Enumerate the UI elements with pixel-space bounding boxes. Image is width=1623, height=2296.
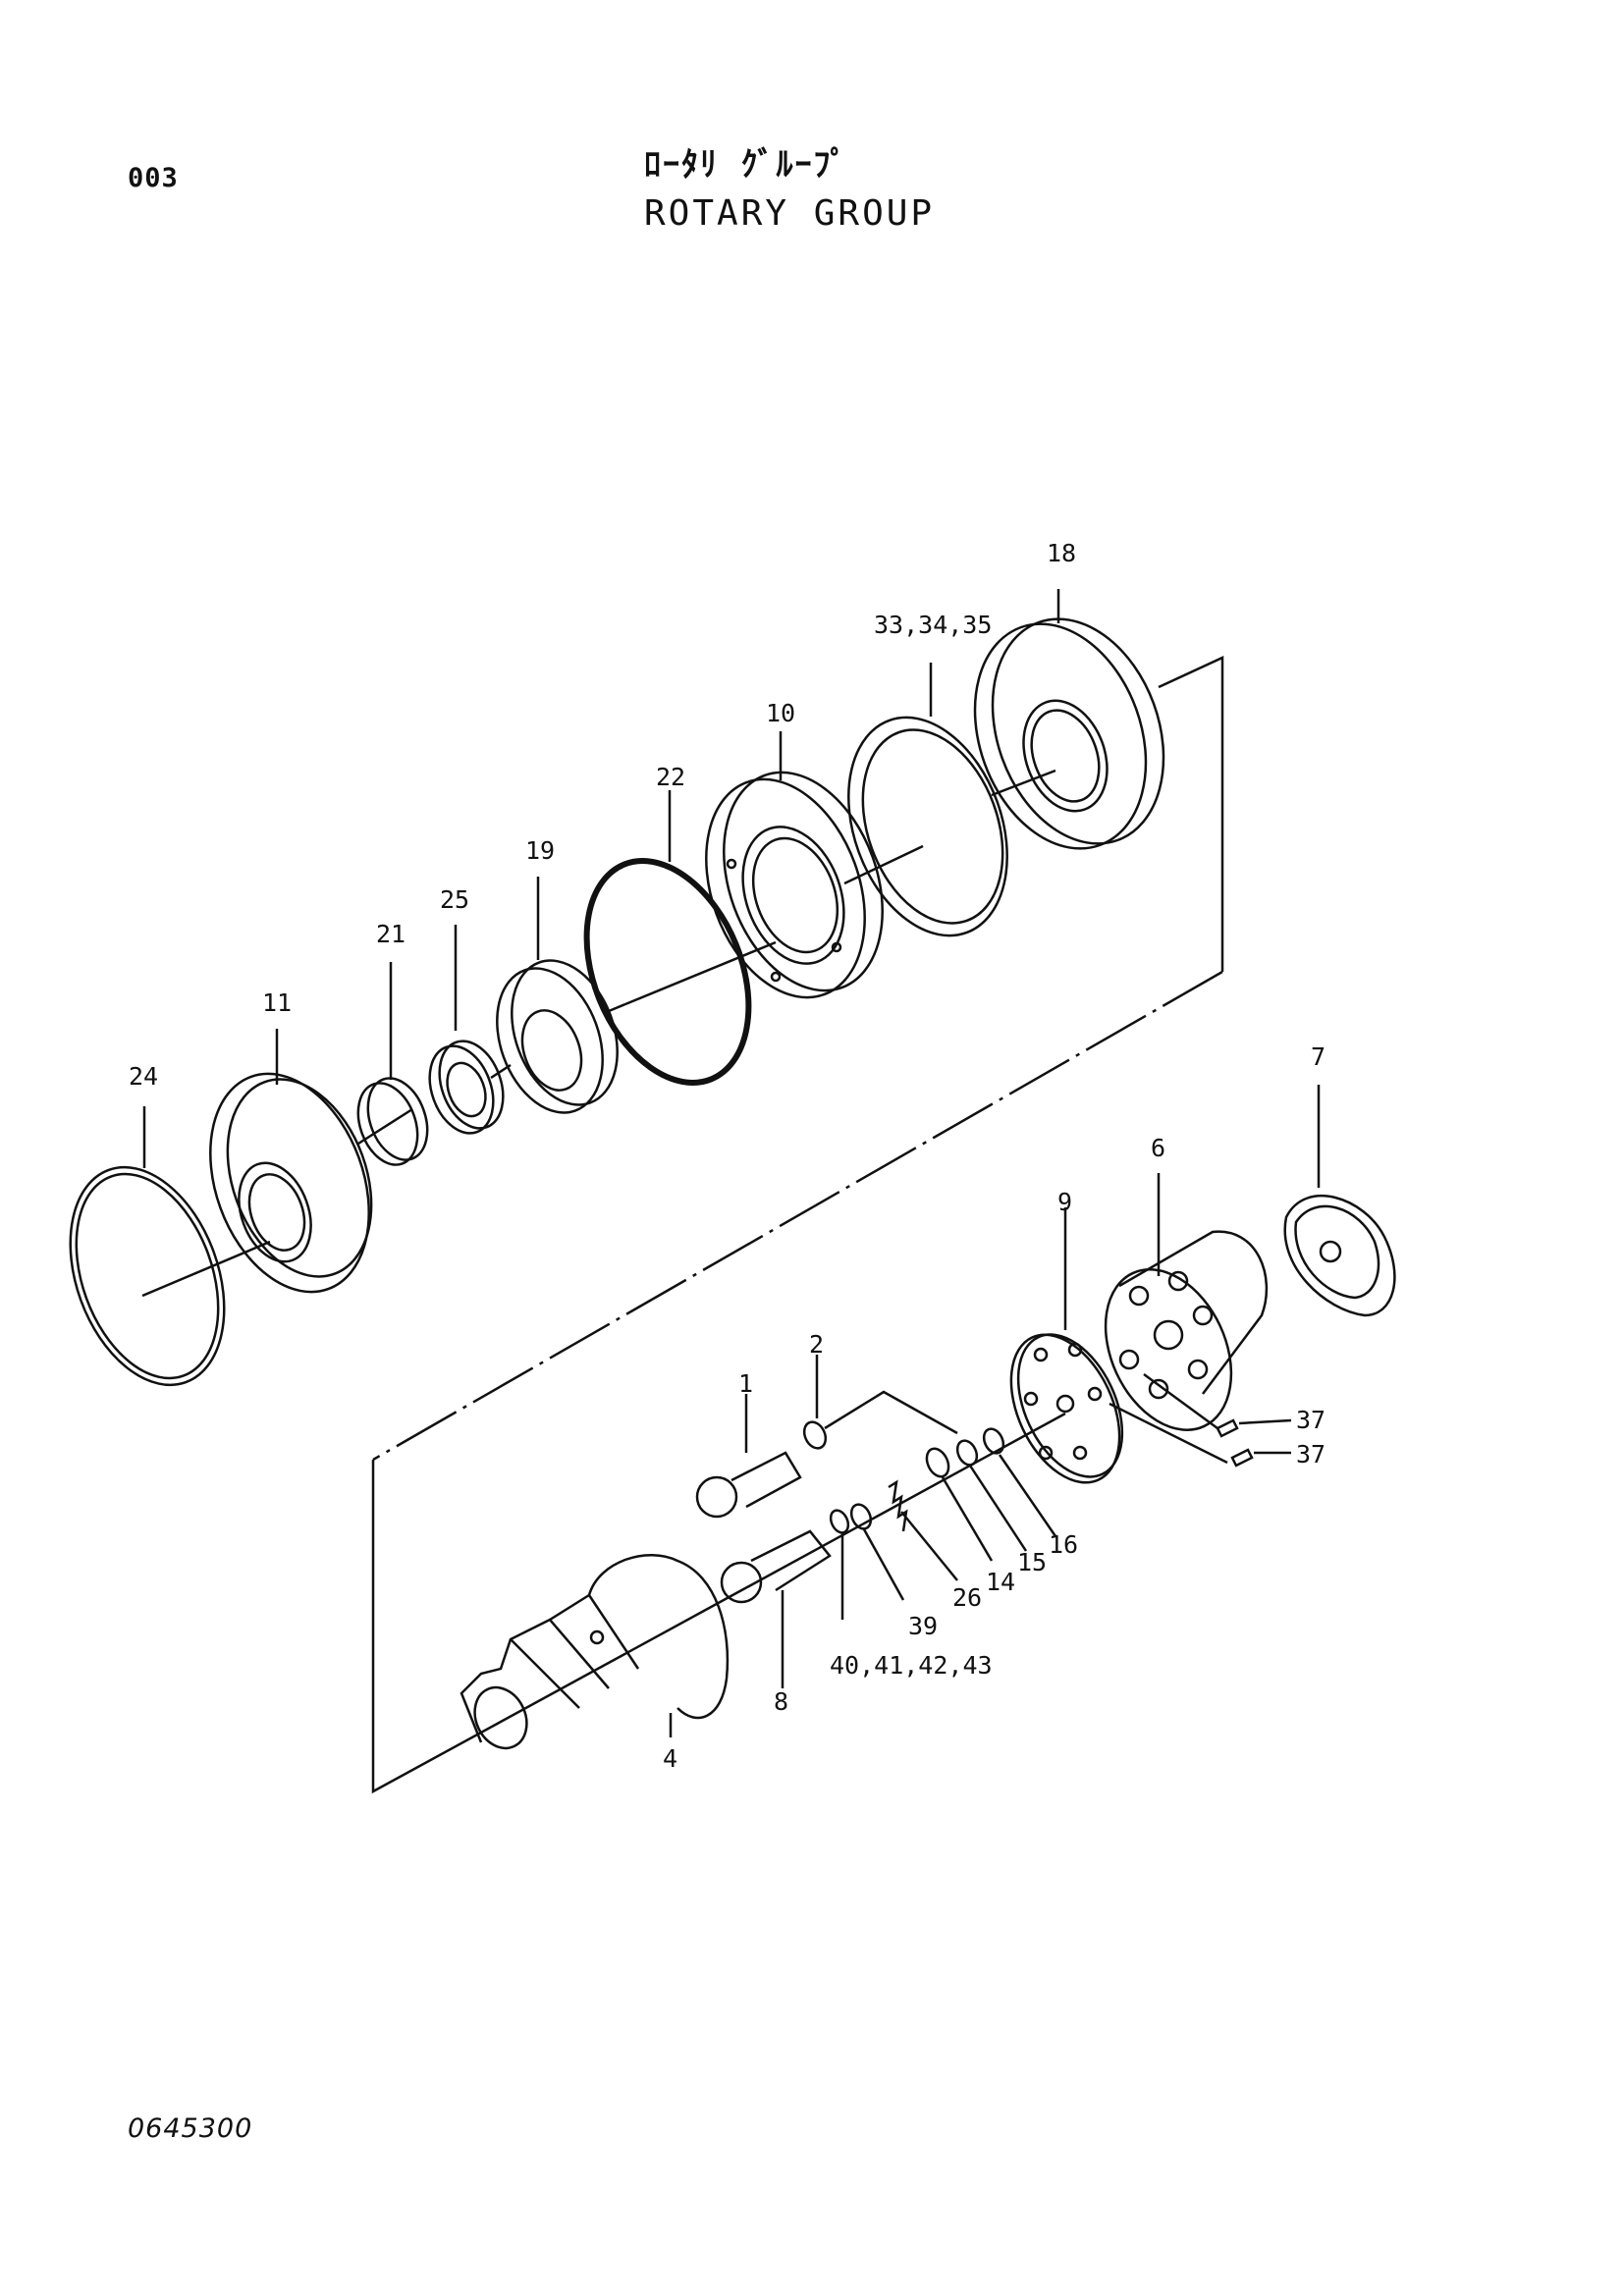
part-26-spring <box>888 1479 958 1581</box>
part-10-housing <box>705 731 884 999</box>
callout-6: 6 <box>1151 1134 1165 1162</box>
part-1-piston <box>695 1394 802 1519</box>
drawing-code: 0645300 <box>128 2113 253 2144</box>
callout-4: 4 <box>663 1744 677 1773</box>
callout-labels: 18 33,34,35 10 22 19 25 21 11 24 7 6 9 2… <box>129 539 1325 1773</box>
part-4-shaft <box>460 1553 730 1750</box>
callout-15: 15 <box>1017 1548 1047 1576</box>
callout-7: 7 <box>1311 1042 1325 1071</box>
callout-8: 8 <box>774 1687 788 1716</box>
callout-2: 2 <box>809 1330 824 1359</box>
callout-9: 9 <box>1057 1188 1072 1216</box>
callout-39: 39 <box>908 1612 938 1640</box>
part-18-bearing <box>973 589 1165 850</box>
callout-22: 22 <box>656 763 685 791</box>
callout-14: 14 <box>986 1568 1015 1596</box>
callout-21: 21 <box>376 920 406 948</box>
part-25-lock-nut <box>428 925 505 1135</box>
callout-40: 40,41,42,43 <box>830 1651 993 1680</box>
title-japanese: ﾛｰﾀﾘ ｸﾞﾙｰﾌﾟ <box>644 145 849 185</box>
callout-37b: 37 <box>1296 1440 1325 1468</box>
part-8-pin <box>720 1529 832 1688</box>
part-33-shim <box>847 663 1008 937</box>
page-number: 003 <box>128 163 179 193</box>
callout-16: 16 <box>1049 1530 1078 1559</box>
part-7-swash-plate <box>1283 1085 1396 1317</box>
callout-37a: 37 <box>1296 1406 1325 1434</box>
part-9-retainer-plate <box>1009 1207 1124 1484</box>
part-2-ring <box>802 1355 958 1450</box>
title-english: ROTARY GROUP <box>644 193 936 234</box>
parts-14-15-16 <box>925 1427 1057 1562</box>
callout-26: 26 <box>952 1583 982 1612</box>
callout-33: 33,34,35 <box>874 611 992 639</box>
assembly-outline <box>371 656 1224 1794</box>
part-11-cover <box>209 1029 373 1294</box>
callout-10: 10 <box>766 699 795 727</box>
callout-1: 1 <box>738 1369 753 1398</box>
part-22-o-ring <box>583 790 752 1086</box>
parts-39-40-washers <box>829 1503 905 1620</box>
part-37-bolts <box>1109 1372 1292 1468</box>
callout-19: 19 <box>525 836 555 865</box>
part-21-collar <box>356 962 429 1166</box>
callout-18: 18 <box>1047 539 1076 567</box>
part-6-cylinder-block <box>1104 1173 1269 1431</box>
callout-11: 11 <box>262 988 292 1017</box>
part-19-bearing <box>496 877 619 1114</box>
part-24-snap-ring <box>69 1106 226 1387</box>
callout-24: 24 <box>129 1062 158 1091</box>
callout-25: 25 <box>440 885 469 914</box>
